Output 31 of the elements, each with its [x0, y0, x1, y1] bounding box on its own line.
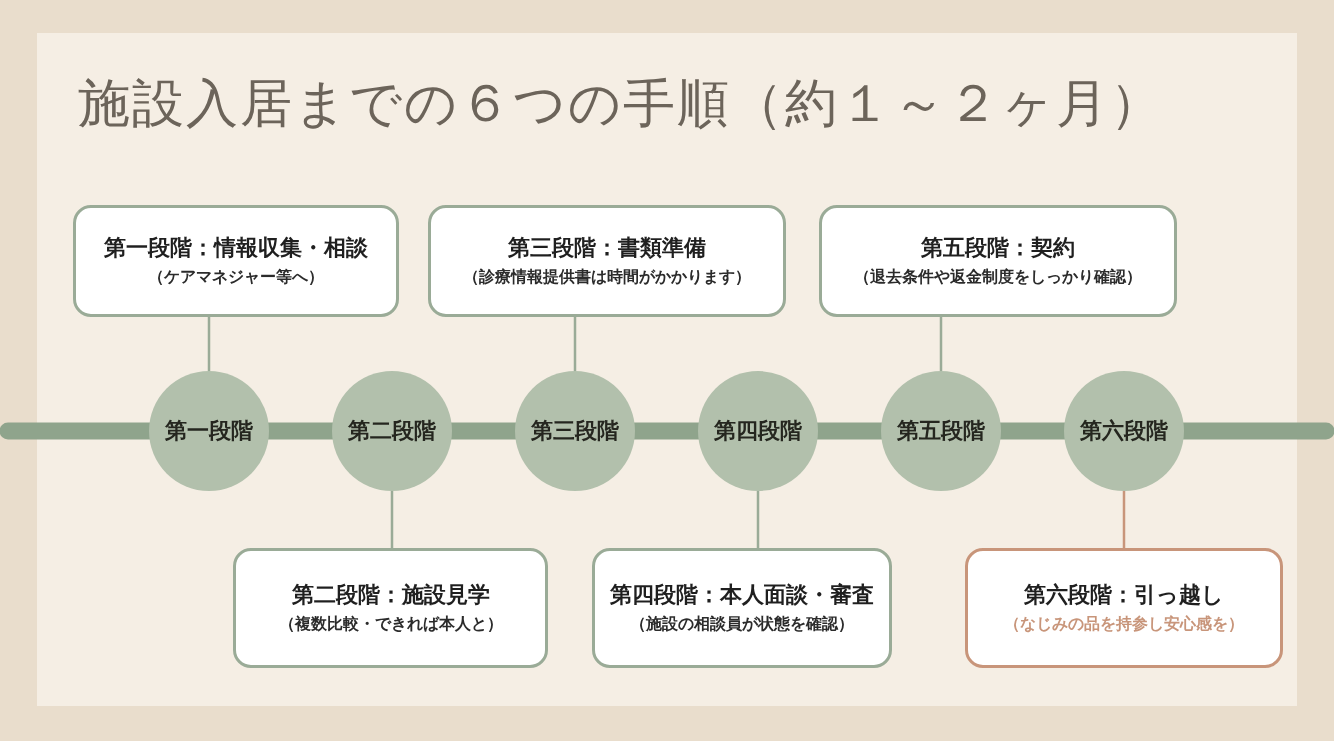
stage-label: 第一段階 — [165, 417, 253, 445]
step-heading: 第二段階：施設見学 — [291, 580, 490, 609]
connector-line — [573, 317, 577, 371]
title: 施設入居までの６つの手順（約１～２ヶ月） — [78, 72, 1164, 135]
step-card — [819, 205, 1177, 317]
step-heading: 第四段階：本人面談・審査 — [610, 580, 874, 609]
step-note: （診療情報提供書は時間がかかります） — [463, 266, 751, 289]
stage-label: 第二段階 — [348, 417, 436, 445]
step-note: （施設の相談員が状態を確認） — [630, 613, 854, 636]
step-note: （複数比較・できれば本人と） — [278, 613, 503, 636]
stage-label: 第三段階 — [531, 417, 619, 445]
step-heading: 第三段階：書類準備 — [508, 233, 706, 262]
connector-line — [1122, 491, 1126, 548]
step-card — [73, 205, 399, 317]
step-heading: 第一段階：情報収集・相談 — [104, 233, 368, 262]
step-heading: 第五段階：契約 — [921, 233, 1075, 262]
step-note: （ケアマネジャー等へ） — [148, 266, 324, 289]
connector-line — [939, 317, 943, 371]
step-note: （なじみの品を持参し安心感を） — [1004, 613, 1244, 636]
stage-label: 第五段階 — [897, 417, 985, 445]
step-card — [592, 548, 892, 668]
step-card — [233, 548, 548, 668]
stage-label: 第六段階 — [1080, 417, 1168, 445]
step-card — [965, 548, 1283, 668]
step-note: （退去条件や返金制度をしっかり確認） — [854, 266, 1142, 289]
step-heading: 第六段階：引っ越し — [1024, 580, 1224, 609]
connector-line — [207, 317, 211, 371]
step-card — [428, 205, 786, 317]
stage-label: 第四段階 — [714, 417, 802, 445]
connector-line — [756, 491, 760, 548]
connector-line — [390, 491, 394, 548]
